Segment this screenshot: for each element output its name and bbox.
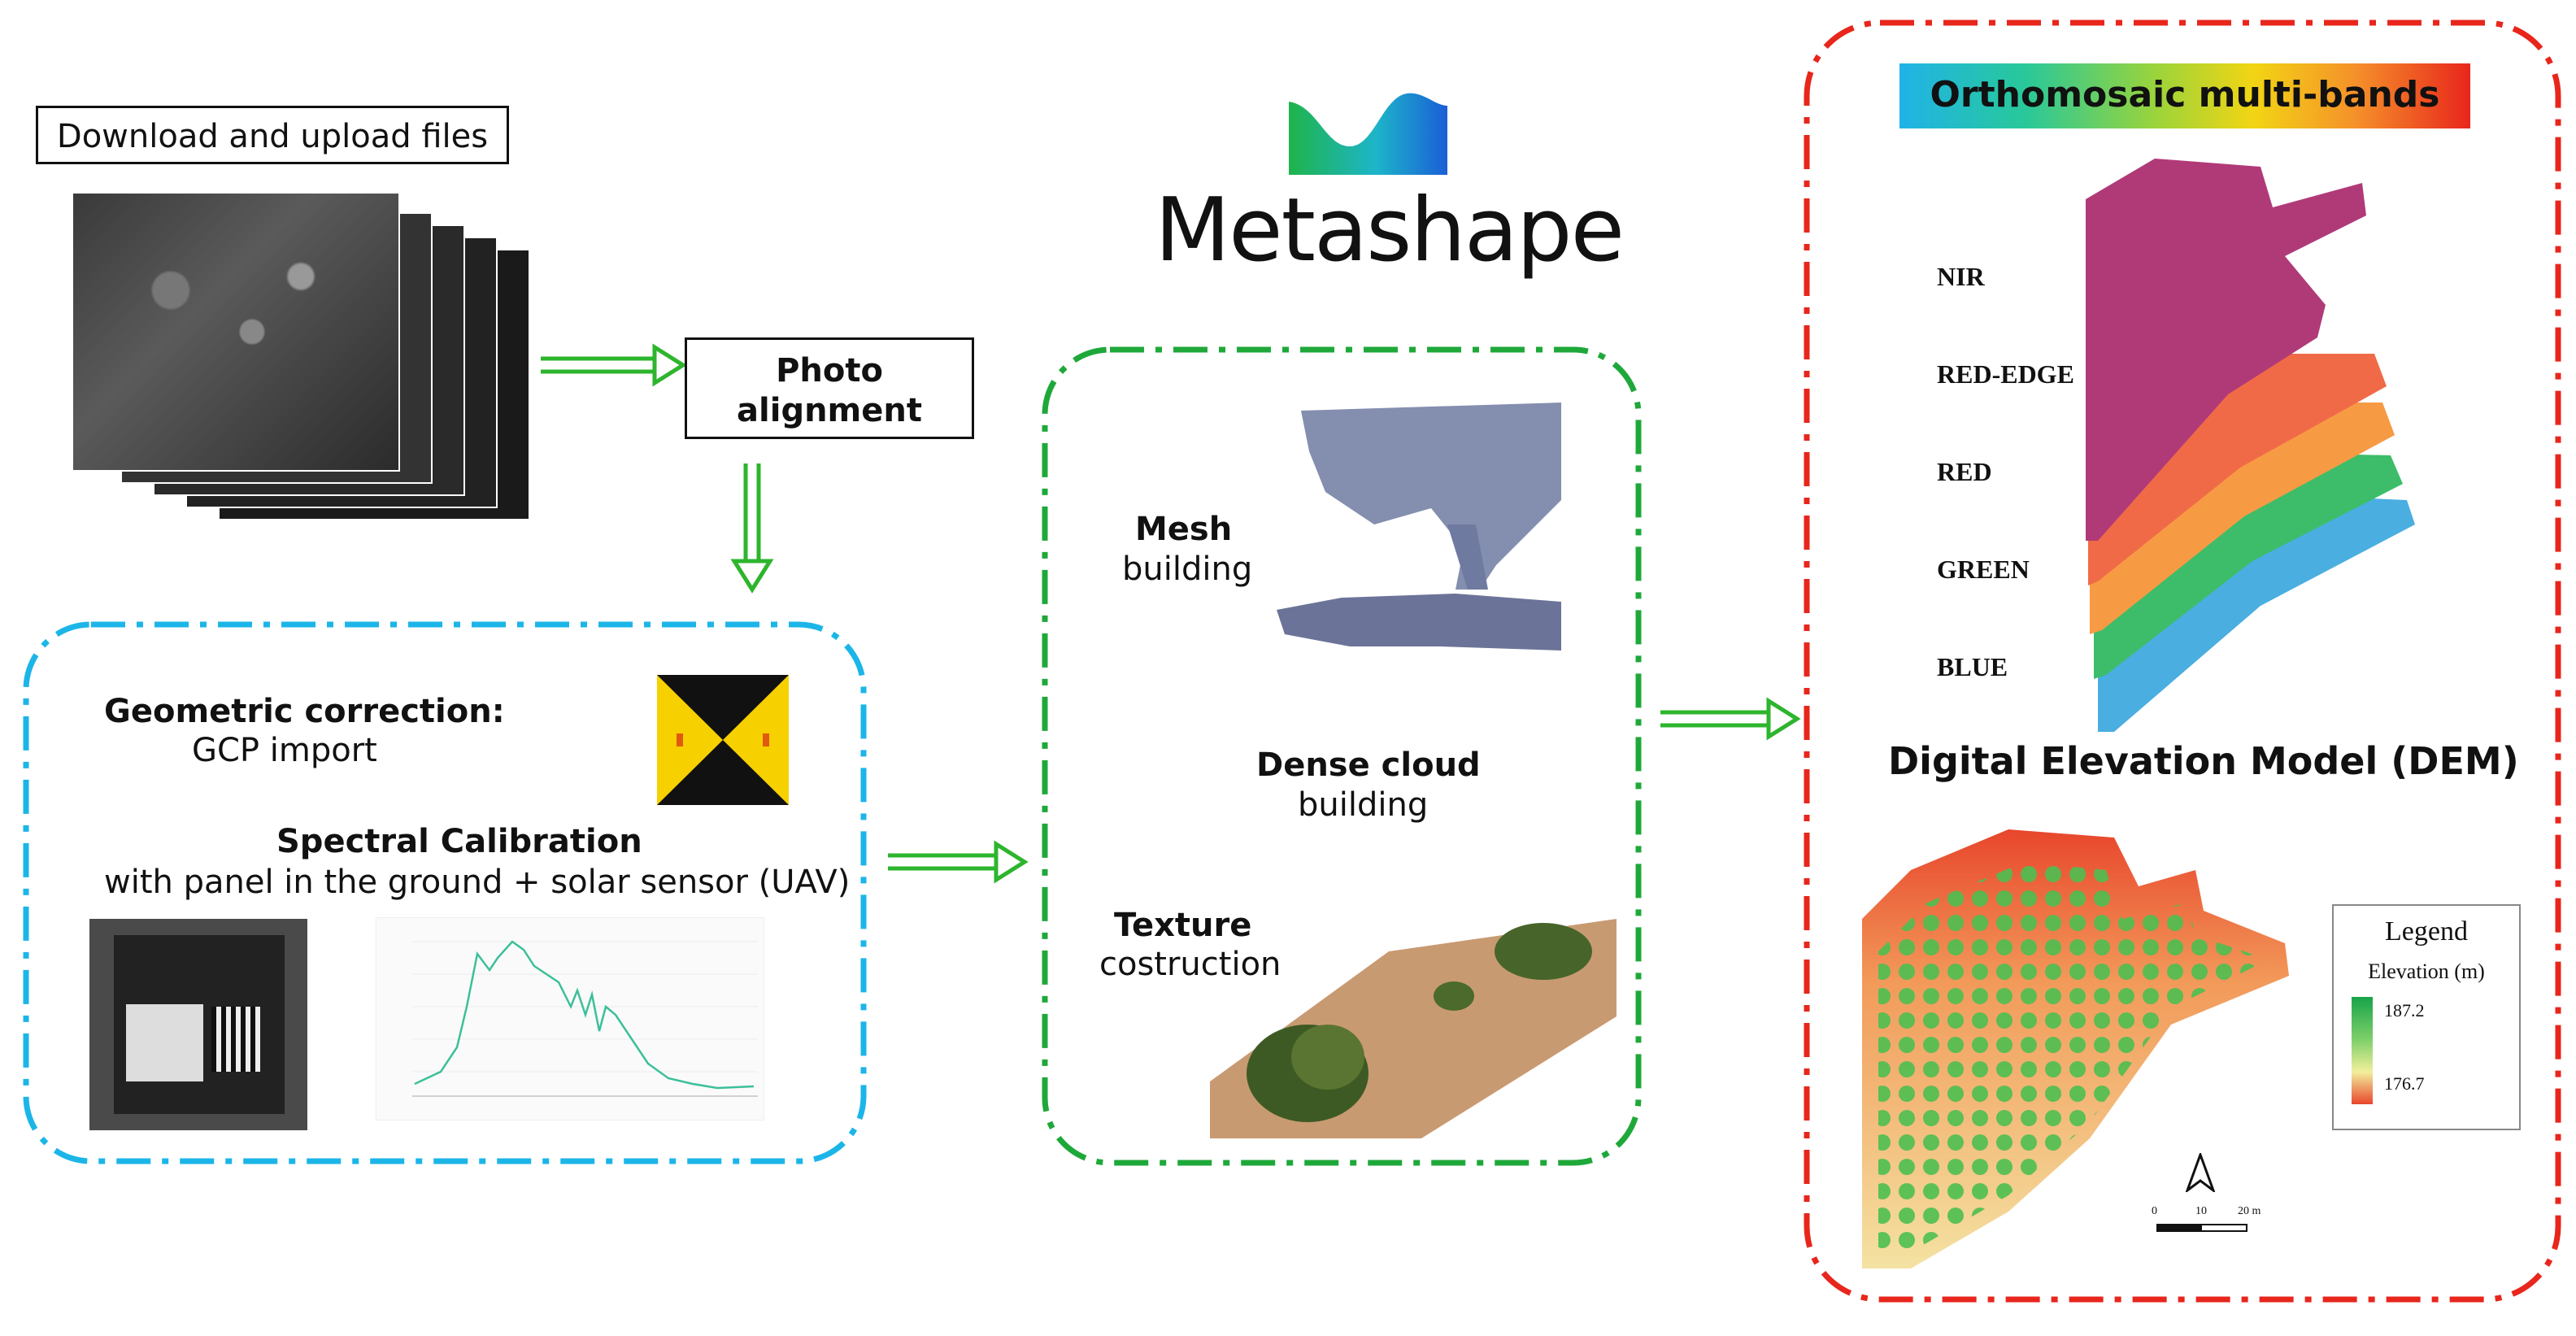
dense-cloud-title: Dense cloud (1256, 746, 1481, 784)
band-label-rededge: RED-EDGE (1937, 359, 2074, 389)
legend-max: 187.2 (2384, 1000, 2425, 1020)
photo-alignment-box: Photo alignment (685, 337, 974, 439)
band-nir-layer (2086, 159, 2366, 541)
band-label-blue: BLUE (1937, 652, 2008, 681)
texture-image (1210, 919, 1617, 1138)
arrow-right-to-alignment (541, 343, 687, 387)
scale-20: 20 m (2238, 1205, 2261, 1217)
scale-bar (2156, 1224, 2247, 1232)
texture-title: Texture (1114, 907, 1252, 944)
solar-spectrum-thumbnail (376, 917, 764, 1121)
download-box-label: Download and upload files (56, 118, 489, 155)
photo-alignment-label-1: Photo (776, 352, 883, 389)
north-arrow-icon (2186, 1153, 2215, 1192)
texture-sub: costruction (1099, 946, 1281, 983)
legend-min: 176.7 (2384, 1073, 2425, 1094)
dem-title: Digital Elevation Model (DEM) (1888, 739, 2519, 783)
band-label-nir: NIR (1937, 262, 1985, 291)
uav-photo-stack (72, 192, 530, 520)
dem-legend: Legend Elevation (m) 187.2 176.7 (2332, 904, 2521, 1130)
mesh-title: Mesh (1135, 511, 1233, 548)
dem-map (1862, 829, 2289, 1269)
download-box: Download and upload files (36, 106, 509, 164)
calibration-frame (23, 621, 867, 1164)
band-label-red: RED (1937, 457, 1992, 486)
spectral-calibration-sub: with panel in the ground + solar sensor … (104, 864, 851, 901)
metashape-logo-text: Metashape (1155, 180, 1625, 281)
metashape-logo-icon (1289, 93, 1447, 175)
scale-10: 10 (2195, 1205, 2207, 1217)
scale-0: 0 (2152, 1205, 2157, 1217)
geometric-correction-title: Geometric correction: (104, 693, 505, 730)
outputs-frame (1804, 20, 2561, 1303)
spectral-calibration-title: Spectral Calibration (276, 823, 642, 860)
orthomosaic-band-stack (2086, 159, 2415, 732)
arrow-down-to-calibration (730, 463, 774, 594)
legend-subtitle: Elevation (m) (2368, 960, 2485, 983)
ortho-title-bar: Orthomosaic multi-bands (1899, 63, 2470, 128)
calibration-panel-photo (89, 919, 307, 1130)
arrow-right-to-processing (888, 840, 1029, 884)
legend-color-ramp (2352, 997, 2373, 1104)
aerial-grayscale-image (72, 192, 400, 472)
band-label-green: GREEN (1937, 555, 2030, 584)
legend-title: Legend (2385, 916, 2468, 947)
mesh-sub: building (1122, 551, 1253, 588)
processing-frame (1042, 346, 1642, 1166)
mesh-image (1252, 403, 1569, 655)
dense-cloud-sub: building (1298, 786, 1429, 824)
geometric-correction-sub: GCP import (192, 732, 377, 769)
arrow-right-to-outputs (1660, 697, 1801, 741)
gcp-target-icon (657, 675, 789, 805)
photo-alignment-label-2: alignment (737, 392, 922, 429)
ortho-title: Orthomosaic multi-bands (1930, 74, 2440, 115)
